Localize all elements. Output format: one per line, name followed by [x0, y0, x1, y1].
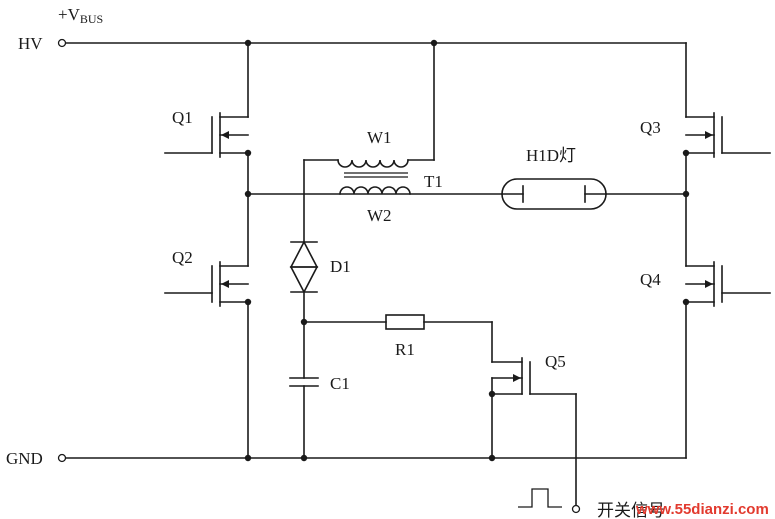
w2-label: W2 [367, 206, 392, 225]
junction-dots [244, 39, 690, 462]
switch-signal-label: 开关信号 [597, 501, 665, 519]
hv-label: HV [18, 34, 43, 53]
r1-resistor [303, 314, 523, 363]
w1-label: W1 [367, 128, 392, 147]
q1-mosfet [164, 112, 249, 158]
q2-label: Q2 [172, 248, 193, 267]
q1-label: Q1 [172, 108, 193, 127]
d1-diode [289, 240, 319, 294]
vbus-label: +VBUS [58, 5, 103, 26]
right-leg-wiring [605, 42, 687, 459]
q2-mosfet [164, 261, 249, 307]
r1-label: R1 [395, 340, 415, 359]
q4-label: Q4 [640, 270, 661, 289]
q4-mosfet [685, 261, 771, 307]
q3-mosfet [685, 112, 771, 158]
hid-lamp [501, 178, 607, 210]
c1-label: C1 [330, 374, 350, 393]
switch-pulse-icon [518, 488, 562, 508]
left-leg-wiring [247, 42, 503, 459]
hv-bus [57, 38, 687, 48]
q5-label: Q5 [545, 352, 566, 371]
transformer-w1 [303, 42, 435, 168]
q3-label: Q3 [640, 118, 661, 137]
t1-label: T1 [424, 172, 443, 191]
watermark-text: www.55dianzi.com [635, 501, 769, 518]
gnd-bus [57, 453, 687, 463]
gnd-label: GND [6, 449, 43, 468]
c1-capacitor [289, 377, 319, 387]
transformer-core [344, 172, 408, 178]
lamp-label: H1D灯 [526, 146, 576, 165]
transformer-w2 [339, 186, 411, 195]
d1-label: D1 [330, 257, 351, 276]
